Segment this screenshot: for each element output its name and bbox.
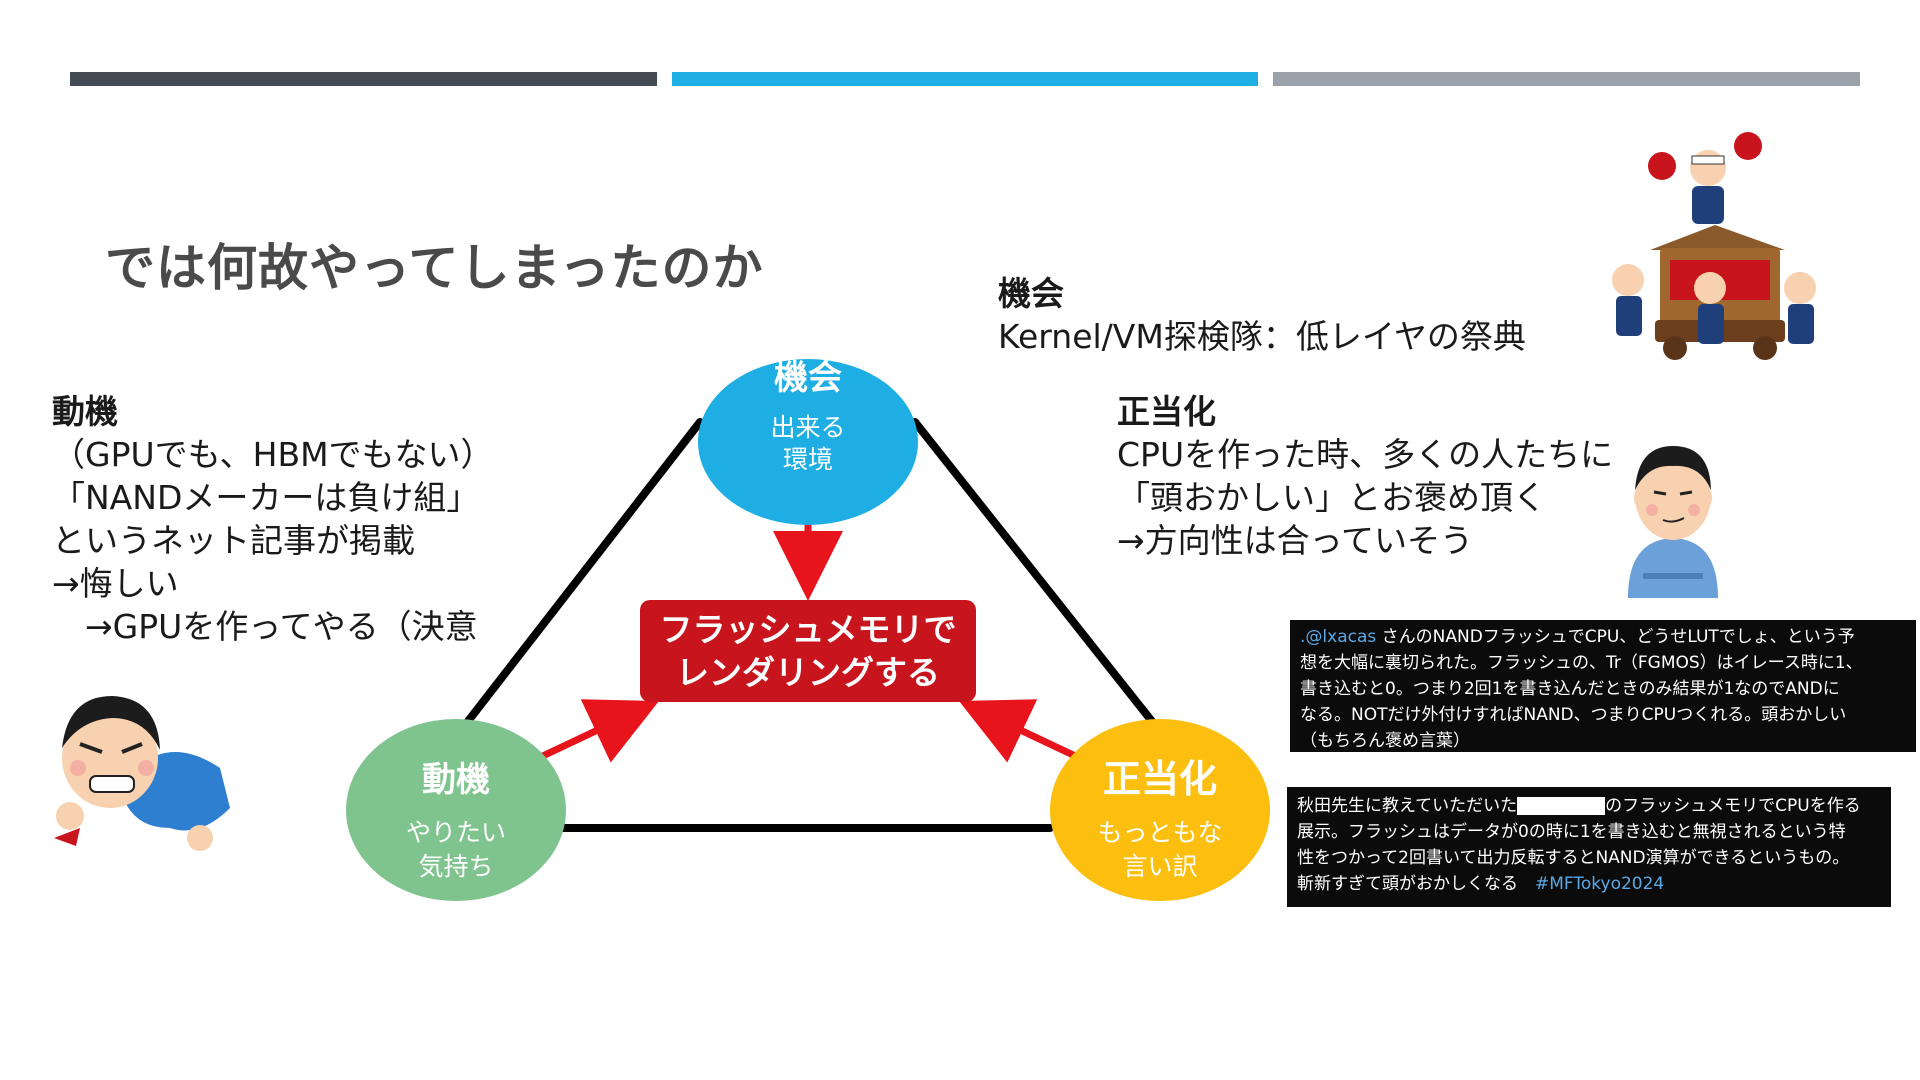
- node-motive-sub1: やりたい: [405, 818, 506, 847]
- node-motive: 動機 やりたい 気持ち: [376, 758, 536, 884]
- node-motive-circle: [346, 719, 566, 901]
- justification-heading: 正当化: [1117, 392, 1216, 431]
- tweet2-line1-post: のフラッシュメモリでCPUを作る: [1605, 796, 1861, 816]
- progress-bar-segment-1: [70, 72, 657, 86]
- tweet2-line4-text: 斬新すぎて頭がおかしくなる: [1297, 874, 1535, 894]
- node-justification-sub2: 言い訳: [1122, 852, 1198, 881]
- opportunity-text-block: 機会 Kernel/VM探検隊：低レイヤの祭典: [998, 272, 1526, 358]
- opportunity-heading: 機会: [998, 274, 1064, 313]
- smug-man-illustration: [1628, 446, 1718, 598]
- frustrated-man-illustration: [54, 696, 230, 851]
- node-opportunity-circle: [698, 359, 918, 525]
- slide-title: では何故やってしまったのか: [105, 239, 764, 297]
- motive-line: →悔しい: [52, 564, 179, 603]
- motive-text-block: 動機 （GPUでも、HBMでもない） 「NANDメーカーは負け組」 というネット…: [52, 390, 494, 648]
- justification-line: 「頭おかしい」とお褒め頂く: [1117, 478, 1546, 517]
- justification-text-block: 正当化 CPUを作った時、多くの人たちに 「頭おかしい」とお褒め頂く →方向性は…: [1117, 390, 1613, 562]
- node-opportunity: 機会 出来る 環境: [728, 356, 888, 476]
- node-justification: 正当化 もっともな 言い訳: [1070, 756, 1250, 884]
- tweet2-line4: 斬新すぎて頭がおかしくなる #MFTokyo2024: [1297, 871, 1881, 897]
- node-opportunity-title: 機会: [774, 358, 842, 398]
- tweet1-line4: なる。NOTだけ外付けすればNAND、つまりCPUつくれる。頭おかしい: [1300, 705, 1847, 725]
- motive-line: →GPUを作ってやる（決意: [52, 607, 478, 646]
- tweet2-line1: 秋田先生に教えていただいた のフラッシュメモリでCPUを作る: [1297, 793, 1881, 819]
- festival-illustration: [1612, 132, 1816, 360]
- node-motive-title: 動機: [422, 760, 490, 800]
- arrow-right-to-center: [959, 699, 1090, 766]
- tweet1-line1: .@lxacas さんのNANDフラッシュでCPU、どうせLUTでしょ、という予: [1300, 624, 1906, 650]
- node-justification-circle: [1050, 719, 1270, 901]
- motive-line: 「NANDメーカーは負け組」: [52, 478, 480, 517]
- tweet-screenshot-1: .@lxacas さんのNANDフラッシュでCPU、どうせLUTでしょ、という予…: [1290, 620, 1916, 752]
- motive-line: というネット記事が掲載: [52, 521, 415, 560]
- node-motive-sub2: 気持ち: [418, 852, 494, 881]
- tweet2-hashtag: #MFTokyo2024: [1535, 874, 1665, 894]
- edge-top-left: [451, 418, 704, 742]
- edge-top-right: [911, 418, 1166, 738]
- tweet1-line2: 想を大幅に裏切られた。フラッシュの、Tr（FGMOS）はイレース時に1、: [1300, 653, 1863, 673]
- justification-line: CPUを作った時、多くの人たちに: [1117, 435, 1614, 474]
- node-justification-title: 正当化: [1102, 757, 1217, 801]
- progress-bar-segment-3: [1273, 72, 1860, 86]
- redacted-block: [1517, 797, 1606, 815]
- center-result-box: フラッシュメモリで レンダリングする: [640, 600, 976, 702]
- center-result-line1: フラッシュメモリで: [659, 610, 957, 649]
- tweet1-line1-text: さんのNANDフラッシュでCPU、どうせLUTでしょ、という予: [1376, 627, 1855, 647]
- opportunity-line: Kernel/VM探検隊：低レイヤの祭典: [998, 317, 1526, 356]
- justification-line: →方向性は合っていそう: [1117, 521, 1474, 560]
- tweet1-line3: 書き込むと0。つまり2回1を書き込んだときのみ結果が1なのでANDに: [1300, 679, 1840, 699]
- node-opportunity-sub2: 環境: [782, 445, 833, 474]
- node-opportunity-sub1: 出来る: [770, 413, 846, 442]
- center-result-line2: レンダリングする: [676, 653, 940, 692]
- progress-bar-segment-2: [672, 72, 1258, 86]
- arrow-left-to-center: [528, 699, 659, 766]
- motive-line: （GPUでも、HBMでもない）: [52, 435, 494, 474]
- tweet-screenshot-2: 秋田先生に教えていただいた のフラッシュメモリでCPUを作る 展示。フラッシュはデ…: [1287, 787, 1891, 907]
- tweet1-handle: .@lxacas: [1300, 627, 1377, 647]
- tweet2-line1-pre: 秋田先生に教えていただいた: [1297, 796, 1518, 816]
- motive-heading: 動機: [52, 392, 118, 431]
- tweet2-line3: 性をつかって2回書いて出力反転するとNAND演算ができるというもの。: [1297, 848, 1850, 868]
- tweet2-line2: 展示。フラッシュはデータが0の時に1を書き込むと無視されるという特: [1297, 822, 1846, 842]
- node-justification-sub1: もっともな: [1097, 818, 1223, 847]
- tweet1-line5: （もちろん褒め言葉）: [1300, 731, 1470, 751]
